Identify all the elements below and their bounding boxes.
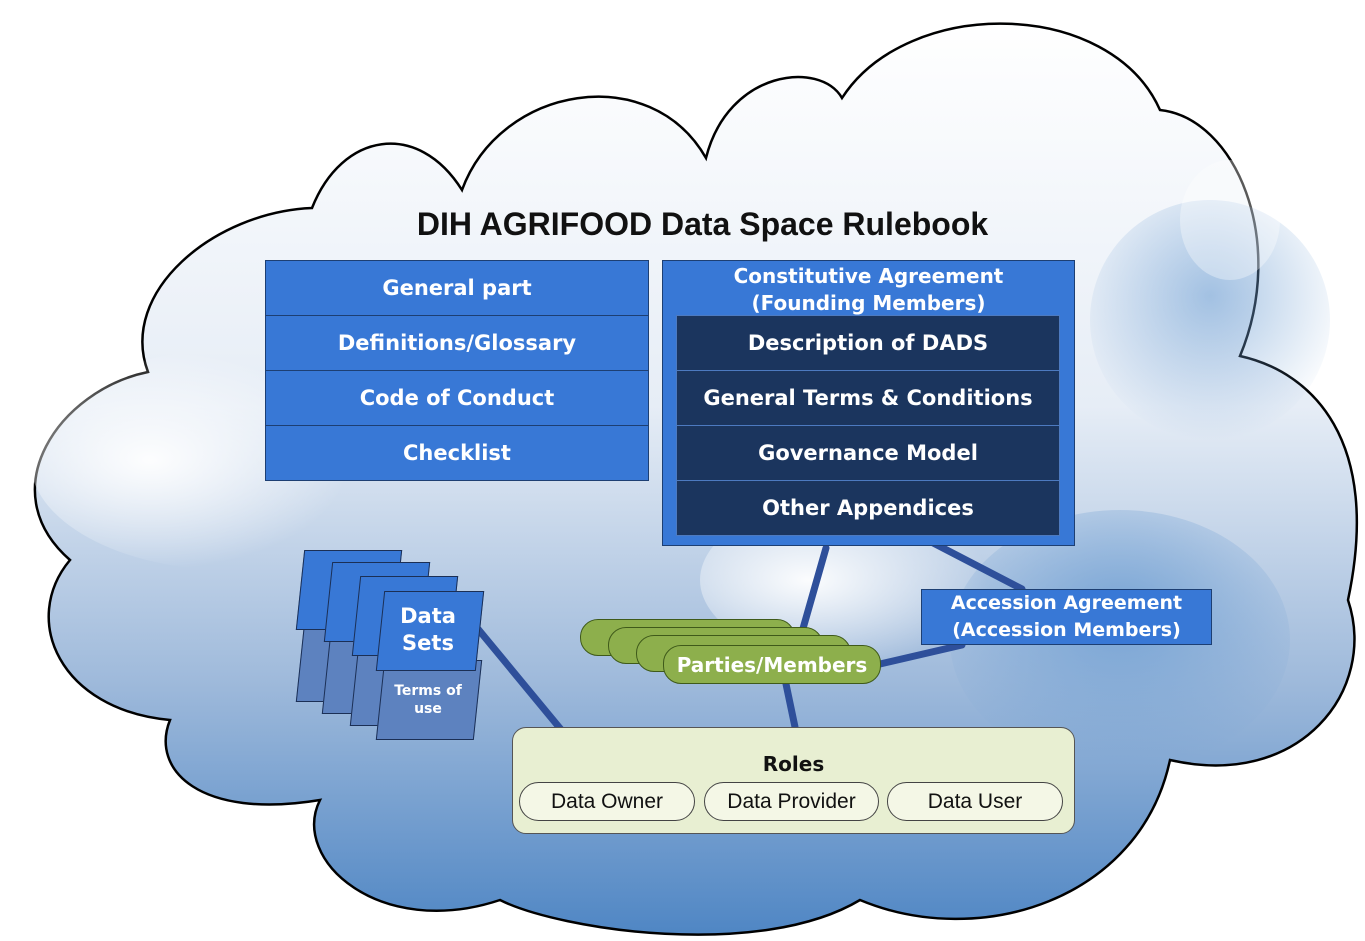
- accession-line1: Accession Agreement: [950, 592, 1183, 614]
- data-sets-label: Data Sets: [378, 603, 478, 657]
- general-part-block: General part: [265, 260, 649, 316]
- constitutive-title-line2: (Founding Members): [751, 291, 986, 315]
- constitutive-agreement-title: Constitutive Agreement (Founding Members…: [662, 263, 1075, 317]
- roles-title: Roles: [762, 752, 825, 776]
- data-sets-line2: Sets: [402, 631, 454, 655]
- general-terms-block: General Terms & Conditions: [676, 370, 1060, 426]
- accession-line2: (Accession Members): [952, 619, 1181, 641]
- code-of-conduct-block: Code of Conduct: [265, 370, 649, 426]
- description-of-dads-block: Description of DADS: [676, 315, 1060, 371]
- diagram-title: DIH AGRIFOOD Data Space Rulebook: [416, 206, 989, 242]
- terms-line2: use: [414, 701, 442, 717]
- connector-parties-roles: [782, 680, 799, 731]
- checklist-block: Checklist: [265, 425, 649, 481]
- other-appendices-block: Other Appendices: [676, 480, 1060, 536]
- connector-constitutive-parties: [798, 544, 830, 636]
- role-data-owner: Data Owner: [519, 782, 695, 821]
- constitutive-title-line1: Constitutive Agreement: [733, 264, 1004, 288]
- parties-members-pill: Parties/Members: [663, 645, 881, 684]
- definitions-glossary-block: Definitions/Glossary: [265, 315, 649, 371]
- role-data-user: Data User: [887, 782, 1063, 821]
- accession-agreement-box: Accession Agreement (Accession Members): [921, 589, 1212, 645]
- terms-of-use-label: Terms of use: [378, 682, 478, 718]
- terms-line1: Terms of: [394, 683, 462, 699]
- role-data-provider: Data Provider: [704, 782, 879, 821]
- governance-model-block: Governance Model: [676, 425, 1060, 481]
- connector-parties-accession: [876, 641, 966, 668]
- data-sets-line1: Data: [400, 604, 456, 628]
